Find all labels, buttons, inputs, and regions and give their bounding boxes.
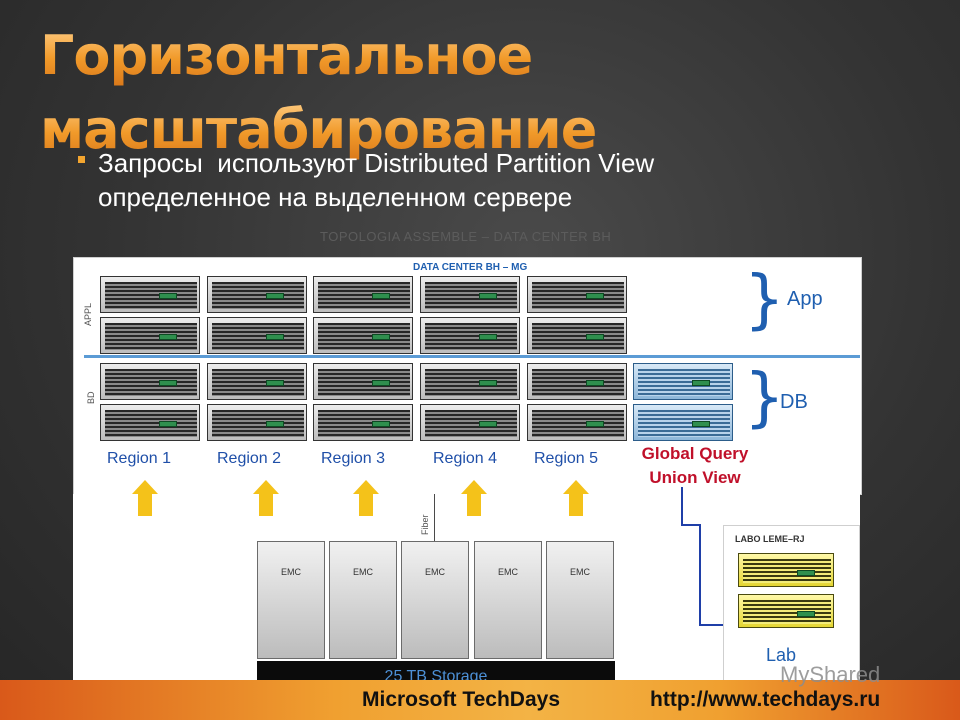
db-server xyxy=(207,363,307,400)
bullet-square-icon xyxy=(78,156,85,163)
region-label-3: Region 3 xyxy=(321,450,386,467)
fiber-connector xyxy=(434,494,435,542)
app-server xyxy=(207,276,307,313)
app-server xyxy=(313,317,413,354)
lab-label: Lab xyxy=(766,645,797,665)
bullet-line-1: Запросы используют Distributed Partition… xyxy=(98,148,655,178)
footer-brand: Microsoft TechDays xyxy=(362,688,560,711)
arrow-shaft xyxy=(138,494,152,516)
db-server xyxy=(100,404,200,441)
db-server xyxy=(313,404,413,441)
up-arrow-icon xyxy=(563,480,589,516)
app-server xyxy=(527,276,627,313)
db-server xyxy=(527,404,627,441)
lab-server xyxy=(738,594,834,628)
app-server xyxy=(100,276,200,313)
app-server xyxy=(527,317,627,354)
tier-label-bd: BD xyxy=(86,391,96,404)
lab-connector xyxy=(681,487,724,626)
arrow-shaft xyxy=(569,494,583,516)
db-server xyxy=(100,363,200,400)
app-tier-label: App xyxy=(787,288,823,310)
arrow-head xyxy=(461,480,487,494)
lab-title: LABO LEME–RJ xyxy=(735,534,805,544)
tier-label-appl: APPL xyxy=(83,302,93,326)
slide-title-line-1: Горизонтальное xyxy=(40,24,533,87)
db-server xyxy=(207,404,307,441)
emc-storage-unit: EMC xyxy=(329,541,397,659)
app-brace-icon: } xyxy=(744,263,785,337)
app-server xyxy=(420,276,520,313)
db-server xyxy=(313,363,413,400)
region-label-2: Region 2 xyxy=(217,450,282,467)
region-label-4: Region 4 xyxy=(433,450,498,467)
emc-storage-unit: EMC xyxy=(257,541,325,659)
region-label-1: Region 1 xyxy=(107,450,172,467)
db-server xyxy=(420,363,520,400)
db-server xyxy=(420,404,520,441)
arrow-head xyxy=(253,480,279,494)
lab-server xyxy=(738,553,834,587)
app-server xyxy=(100,317,200,354)
datacenter-label: DATA CENTER BH – MG xyxy=(413,262,528,273)
emc-storage-unit: EMC xyxy=(474,541,542,659)
emc-storage-unit: EMC xyxy=(401,541,469,659)
global-query-line-2: Union View xyxy=(649,468,741,487)
global-query-server xyxy=(633,404,733,441)
arrow-head xyxy=(353,480,379,494)
up-arrow-icon xyxy=(461,480,487,516)
footer-strip xyxy=(0,680,960,720)
app-server xyxy=(420,317,520,354)
bullet-text: Запросы используют Distributed Partition… xyxy=(98,146,654,214)
up-arrow-icon xyxy=(353,480,379,516)
up-arrow-icon xyxy=(132,480,158,516)
global-query-line-1: Global Query xyxy=(641,444,749,463)
region-label-5: Region 5 xyxy=(534,450,599,467)
global-query-label: Global Query Union View xyxy=(620,442,770,490)
topology-caption: TOPOLOGIA ASSEMBLE – DATA CENTER BH xyxy=(320,229,612,244)
arrow-head xyxy=(563,480,589,494)
arrow-head xyxy=(132,480,158,494)
app-server xyxy=(313,276,413,313)
slide-title-line-2: масштабирование xyxy=(40,98,597,161)
global-query-server xyxy=(633,363,733,400)
up-arrow-icon xyxy=(253,480,279,516)
footer-url[interactable]: http://www.techdays.ru xyxy=(650,688,881,711)
arrow-shaft xyxy=(259,494,273,516)
tier-divider xyxy=(84,355,860,358)
bullet-line-2: определенное на выделенном сервере xyxy=(98,182,573,212)
arrow-shaft xyxy=(359,494,373,516)
fiber-label: Fiber xyxy=(420,514,430,535)
watermark: MyShared xyxy=(780,662,881,687)
db-tier-label: DB xyxy=(780,391,808,413)
db-server xyxy=(527,363,627,400)
arrow-shaft xyxy=(467,494,481,516)
db-brace-icon: } xyxy=(744,361,785,435)
app-server xyxy=(207,317,307,354)
emc-storage-unit: EMC xyxy=(546,541,614,659)
